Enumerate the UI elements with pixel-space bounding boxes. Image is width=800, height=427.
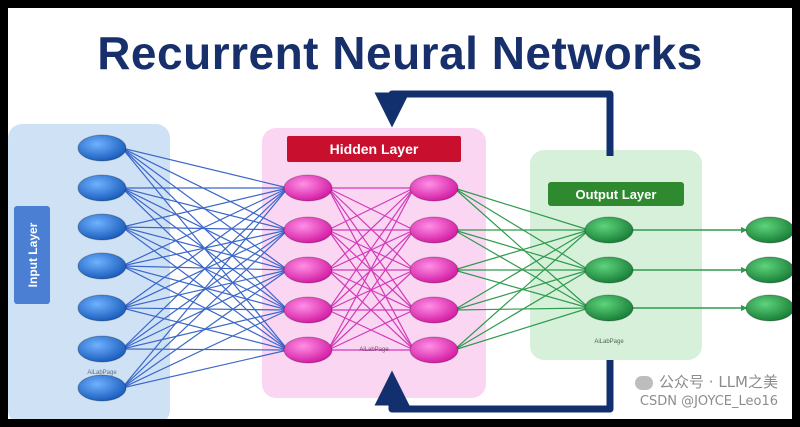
output-layer-label-box — [548, 182, 684, 206]
hidden-output-edge — [453, 269, 590, 351]
wechat-icon — [635, 375, 654, 390]
input-hidden-edge — [121, 147, 289, 231]
diagram-title: Recurrent Neural Networks — [97, 27, 703, 79]
output-layer-caption: AiLabPage — [594, 339, 624, 345]
hidden-node — [409, 256, 459, 284]
input-layer-label: Input Layer — [26, 222, 40, 287]
hidden-output-edge — [453, 229, 590, 311]
hidden-node — [283, 216, 333, 244]
hidden-hidden-edge — [327, 187, 415, 271]
final-output-node — [745, 294, 792, 322]
input-hidden-edge — [121, 349, 289, 389]
input-node — [77, 374, 127, 402]
watermark-account: 公众号 · LLM之美 — [659, 373, 778, 391]
input-layer-label-box — [14, 206, 50, 304]
output-layer-label: Output Layer — [576, 187, 657, 202]
hidden-layer-label: Hidden Layer — [330, 141, 419, 157]
input-hidden-edge — [121, 187, 289, 228]
hidden-output-edge — [453, 187, 590, 231]
output-layer-panel — [530, 150, 702, 360]
hidden-hidden-edge — [327, 229, 415, 351]
output-node — [584, 294, 634, 322]
hidden-node — [283, 336, 333, 364]
hidden-node — [283, 256, 333, 284]
hidden-node — [409, 174, 459, 202]
input-node — [77, 294, 127, 322]
input-node — [77, 335, 127, 363]
input-hidden-edge — [121, 269, 289, 389]
hidden-node — [409, 216, 459, 244]
input-hidden-edge — [121, 229, 289, 389]
recurrent-loop-bottom-arrow — [374, 360, 614, 413]
input-hidden-edge — [121, 226, 289, 231]
input-hidden-edge — [121, 187, 289, 267]
hidden-output-edge — [453, 269, 590, 309]
rnn-diagram: Input Layer Hidden Layer Output Layer Ai… — [8, 90, 792, 419]
input-hidden-edge — [121, 229, 289, 350]
input-node — [77, 134, 127, 162]
recurrent-loop-top-arrow — [374, 90, 614, 156]
input-hidden-edge — [121, 265, 289, 351]
watermark-line-2: CSDN @JOYCE_Leo16 — [639, 394, 778, 409]
hidden-node — [409, 336, 459, 364]
hidden-output-edge — [453, 307, 590, 351]
hidden-hidden-edge — [327, 309, 415, 351]
title-band: Recurrent Neural Networks — [8, 8, 792, 96]
input-hidden-edge — [121, 309, 289, 389]
output-node — [584, 256, 634, 284]
hidden-layer-label-box — [287, 136, 461, 162]
hidden-node — [409, 296, 459, 324]
final-output-node — [745, 256, 792, 284]
input-hidden-edge — [121, 187, 289, 231]
input-layer-caption: AiLabPage — [87, 370, 117, 376]
output-node — [584, 216, 634, 244]
connection-edges — [121, 147, 748, 389]
input-hidden-edge — [121, 187, 289, 389]
hidden-output-edge — [453, 187, 590, 309]
input-node — [77, 252, 127, 280]
hidden-hidden-edge — [327, 269, 415, 351]
hidden-layer-caption: AiLabPage — [359, 347, 389, 353]
input-node — [77, 174, 127, 202]
hidden-hidden-edge — [327, 187, 415, 231]
hidden-output-edge — [453, 307, 590, 311]
hidden-output-edge — [453, 229, 590, 351]
diagram-canvas: Recurrent Neural Networks — [8, 8, 792, 419]
watermark: 公众号 · LLM之美 CSDN @JOYCE_Leo16 — [635, 371, 778, 409]
hidden-hidden-edge — [327, 187, 415, 351]
input-hidden-edge — [121, 187, 289, 309]
hidden-output-edge — [453, 229, 590, 309]
final-output-node — [745, 216, 792, 244]
hidden-hidden-edge — [327, 187, 415, 311]
hidden-output-edge — [453, 187, 590, 271]
watermark-line-1: 公众号 · LLM之美 — [635, 371, 778, 392]
neuron-nodes — [77, 134, 792, 402]
hidden-node — [283, 296, 333, 324]
hidden-node — [283, 174, 333, 202]
input-hidden-edge — [121, 187, 289, 350]
input-hidden-edge — [121, 147, 289, 189]
hidden-output-edge — [453, 229, 590, 271]
input-node — [77, 213, 127, 241]
